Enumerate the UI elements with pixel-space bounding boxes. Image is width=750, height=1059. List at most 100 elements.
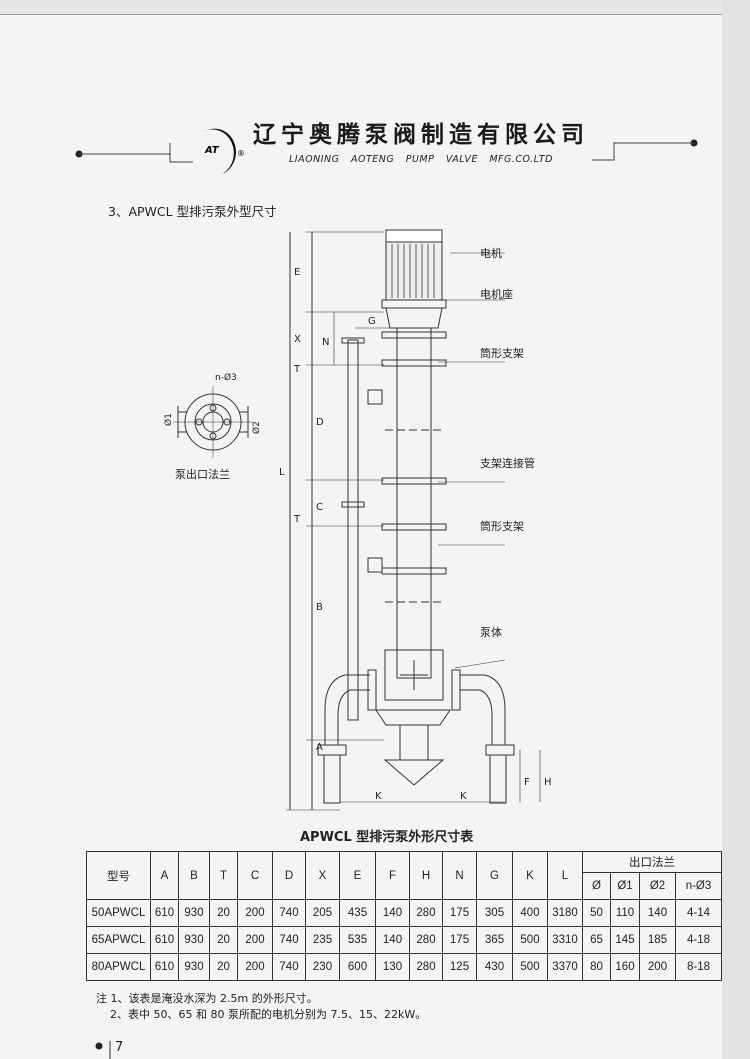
value-cell: 600 xyxy=(339,953,376,981)
note-2: 2、表中 50、65 和 80 泵所配的电机分别为 7.5、15、22kW。 xyxy=(110,1008,427,1021)
flange-label: 泵出口法兰 xyxy=(175,467,230,481)
notes: 注 1、该表是淹没水深为 2.5m 的外形尺寸。 2、表中 50、65 和 80… xyxy=(96,991,426,1023)
header-cell: L xyxy=(547,851,583,900)
header-cell: K xyxy=(512,851,548,900)
model-cell: 50APWCL xyxy=(86,899,151,927)
value-cell: 280 xyxy=(409,899,443,927)
motor-base xyxy=(385,307,443,329)
value-cell: 4-18 xyxy=(675,926,722,954)
dim-T1: T xyxy=(293,364,301,375)
dim-K1: K xyxy=(375,791,382,802)
dim-H: H xyxy=(544,777,552,788)
dim-N: N xyxy=(322,337,329,348)
flange-dim-n-d3: n-Ø3 xyxy=(215,372,237,383)
value-cell: 20 xyxy=(209,926,238,954)
header-cell: E xyxy=(339,851,376,900)
dim-A: A xyxy=(316,742,323,753)
header-cell: C xyxy=(237,851,273,900)
model-cell: 65APWCL xyxy=(86,926,151,954)
value-cell: 930 xyxy=(178,953,210,981)
dim-L: L xyxy=(279,467,285,478)
model-cell: 80APWCL xyxy=(86,953,151,981)
dim-F: F xyxy=(524,777,530,788)
registered-mark: ® xyxy=(237,149,245,158)
value-cell: 205 xyxy=(305,899,340,927)
scan-top-edge xyxy=(0,0,750,15)
label-support-pipe: 支架连接管 xyxy=(480,456,535,470)
pump-body xyxy=(384,649,444,701)
value-cell: 200 xyxy=(639,953,676,981)
note-1: 注 1、该表是淹没水深为 2.5m 的外形尺寸。 xyxy=(96,992,318,1005)
value-cell: 20 xyxy=(209,953,238,981)
subheader-cell: Ø1 xyxy=(610,872,640,900)
header-cell: B xyxy=(178,851,210,900)
value-cell: 740 xyxy=(272,899,306,927)
value-cell: 145 xyxy=(610,926,640,954)
value-cell: 4-14 xyxy=(675,899,722,927)
value-cell: 3310 xyxy=(547,926,583,954)
value-cell: 610 xyxy=(150,926,179,954)
value-cell: 80 xyxy=(582,953,611,981)
page-marker xyxy=(95,1041,111,1059)
label-column-frame: 筒形支架 xyxy=(480,346,524,360)
value-cell: 280 xyxy=(409,926,443,954)
value-cell: 400 xyxy=(512,899,548,927)
header-outlet-flange: 出口法兰 xyxy=(582,851,722,873)
header-cell: T xyxy=(209,851,238,900)
subheader-cell: n-Ø3 xyxy=(675,872,722,900)
value-cell: 305 xyxy=(476,899,513,927)
logo-text: AT xyxy=(204,145,220,156)
header-model: 型号 xyxy=(86,851,151,900)
company-name-en: LIAONING AOTENG PUMP VALVE MFG.CO.LTD xyxy=(289,154,553,165)
pump-drawing: E X T D C T L B A N G K K F H 电机 电机座 筒形支… xyxy=(163,229,552,811)
value-cell: 110 xyxy=(610,899,640,927)
section-title: 3、APWCL 型排污泵外型尺寸 xyxy=(108,204,277,219)
value-cell: 130 xyxy=(375,953,410,981)
value-cell: 140 xyxy=(375,899,410,927)
value-cell: 8-18 xyxy=(675,953,722,981)
value-cell: 175 xyxy=(442,899,477,927)
value-cell: 200 xyxy=(237,953,273,981)
table-title: APWCL 型排污泵外形尺寸表 xyxy=(300,830,474,845)
dim-T2: T xyxy=(293,514,301,525)
value-cell: 50 xyxy=(582,899,611,927)
dim-B: B xyxy=(316,602,323,613)
dim-X: X xyxy=(294,334,301,345)
header-cell: F xyxy=(375,851,410,900)
dim-K2: K xyxy=(460,791,467,802)
subheader-cell: Ø xyxy=(582,872,611,900)
value-cell: 365 xyxy=(476,926,513,954)
header-cell: A xyxy=(150,851,179,900)
label-column-frame-2: 筒形支架 xyxy=(480,519,524,533)
value-cell: 930 xyxy=(178,899,210,927)
flange-dim-d2: Ø2 xyxy=(251,421,262,434)
value-cell: 435 xyxy=(339,899,376,927)
value-cell: 500 xyxy=(512,953,548,981)
header-cell: X xyxy=(305,851,340,900)
value-cell: 610 xyxy=(150,953,179,981)
value-cell: 235 xyxy=(305,926,340,954)
value-cell: 280 xyxy=(409,953,443,981)
dim-E: E xyxy=(294,267,300,278)
value-cell: 200 xyxy=(237,899,273,927)
subheader-cell: Ø2 xyxy=(639,872,676,900)
value-cell: 500 xyxy=(512,926,548,954)
dim-G: G xyxy=(368,316,376,327)
label-motor-base: 电机座 xyxy=(480,287,513,301)
company-name-cn: 辽宁奥腾泵阀制造有限公司 xyxy=(253,122,589,148)
header-cell: G xyxy=(476,851,513,900)
header-cell: H xyxy=(409,851,443,900)
header-cell: D xyxy=(272,851,306,900)
value-cell: 20 xyxy=(209,899,238,927)
value-cell: 125 xyxy=(442,953,477,981)
value-cell: 930 xyxy=(178,926,210,954)
column xyxy=(396,327,432,679)
header-cell: N xyxy=(442,851,477,900)
value-cell: 160 xyxy=(610,953,640,981)
